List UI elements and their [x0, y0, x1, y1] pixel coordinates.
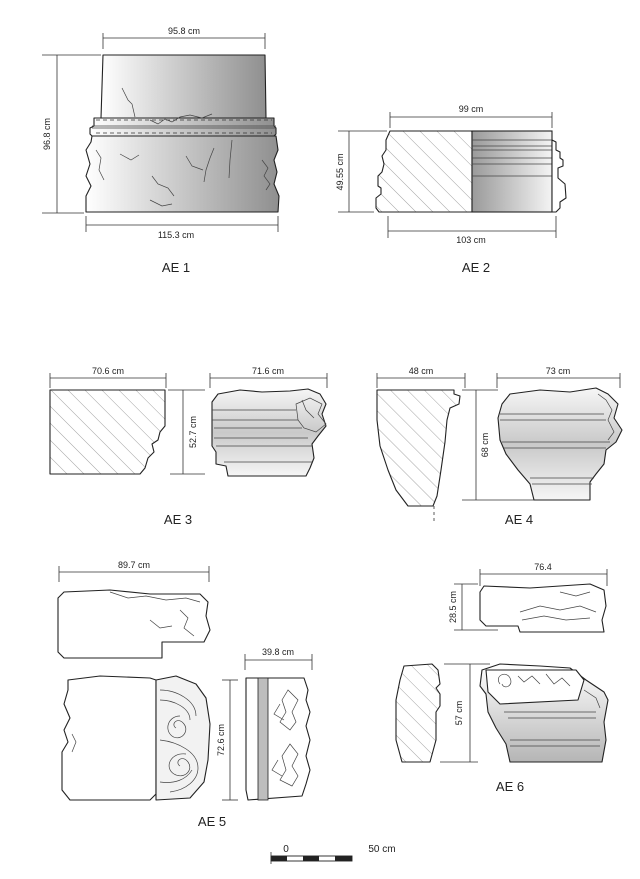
ae3-dim-top-a-label: 70.6 cm: [92, 366, 124, 376]
fragment-ae4: 48 cm 68 cm 73 cm AE 4: [376, 366, 623, 527]
ae2-dim-left: 49.55 cm: [335, 130, 387, 213]
ae4-elevation-drawing: [497, 387, 623, 501]
ae6-section-drawing: [395, 663, 441, 763]
ae1-dim-left-label: 96.8 cm: [42, 118, 52, 150]
ae6-dim-lower-label: 57 cm: [454, 701, 464, 726]
ae5-dim-right-label: 39.8 cm: [262, 647, 294, 657]
ae6-elevation-drawing: [479, 663, 609, 763]
ae5-label: AE 5: [198, 814, 226, 829]
ae6-dim-top-label: 76.4: [534, 562, 552, 572]
ae1-dim-left: 96.8 cm: [42, 54, 101, 214]
ae1-dim-top: 95.8 cm: [102, 26, 266, 49]
ae5-dim-right: 39.8 cm: [244, 647, 313, 670]
fragment-ae6: 76.4 28.5 cm 57 cm: [395, 562, 609, 794]
ae4-dim-middle: 68 cm: [462, 389, 540, 501]
ae5-top-view-drawing: [57, 589, 211, 659]
ae4-dim-middle-label: 68 cm: [480, 433, 490, 458]
ae2-dim-bottom: 103 cm: [387, 216, 557, 245]
scale-bar: 0 50 cm: [270, 844, 396, 864]
fragment-ae5: 89.7 cm 72.6 cm: [57, 560, 313, 829]
ae2-label: AE 2: [462, 260, 490, 275]
ae5-front-view-drawing: [61, 675, 211, 801]
ae2-dim-top-label: 99 cm: [459, 104, 484, 114]
ae5-dim-middle: 72.6 cm: [216, 679, 238, 801]
fragment-ae1: 95.8 cm 96.8 cm: [42, 26, 280, 275]
ae3-elevation-drawing: [211, 388, 327, 477]
ae5-dim-middle-label: 72.6 cm: [216, 724, 226, 756]
ae3-section-drawing: [49, 389, 166, 475]
ae1-dim-bottom: 115.3 cm: [85, 216, 279, 240]
ae1-label: AE 1: [162, 260, 190, 275]
scale-start-label: 0: [283, 844, 289, 855]
ae4-section-drawing: [376, 389, 461, 507]
ae3-dim-middle-label: 52.7 cm: [188, 416, 198, 448]
ae6-top-view-drawing: [479, 583, 607, 633]
ae4-label: AE 4: [505, 512, 533, 527]
fragment-ae3: 70.6 cm 52.7 cm 71.6 cm AE 3: [49, 366, 328, 527]
ae3-dim-top-b-label: 71.6 cm: [252, 366, 284, 376]
ae2-dim-left-label: 49.55 cm: [335, 153, 345, 190]
ae3-dim-top-b: 71.6 cm: [209, 366, 328, 388]
ae2-dim-top: 99 cm: [389, 104, 553, 128]
ae1-dim-bottom-label: 115.3 cm: [158, 230, 194, 240]
fragment-ae2: 99 cm 49.55 cm 103 cm AE 2: [335, 104, 567, 275]
ae6-dim-lower: 57 cm: [440, 663, 490, 763]
ae4-dim-top-a-label: 48 cm: [409, 366, 434, 376]
scale-end-label: 50 cm: [368, 844, 395, 855]
ae6-dim-upper-label: 28.5 cm: [448, 591, 458, 623]
ae6-label: AE 6: [496, 779, 524, 794]
ae3-dim-middle: 52.7 cm: [168, 389, 205, 475]
ae4-dim-top-b: 73 cm: [496, 366, 621, 388]
ae1-dim-top-label: 95.8 cm: [168, 26, 200, 36]
ae3-dim-top-a: 70.6 cm: [49, 366, 167, 388]
ae5-dim-top-label: 89.7 cm: [118, 560, 150, 570]
ae4-dim-top-a: 48 cm: [376, 366, 466, 388]
ae5-side-view-drawing: [245, 677, 311, 801]
ae6-dim-upper: 28.5 cm: [448, 583, 498, 631]
ae1-base-drawing: [85, 54, 280, 213]
ae5-dim-top: 89.7 cm: [58, 560, 210, 582]
ae4-dim-top-b-label: 73 cm: [546, 366, 571, 376]
ae2-dim-bottom-label: 103 cm: [456, 235, 486, 245]
ae6-dim-top: 76.4: [479, 562, 608, 586]
ae3-label: AE 3: [164, 512, 192, 527]
ae2-profile-drawing: [375, 130, 567, 213]
